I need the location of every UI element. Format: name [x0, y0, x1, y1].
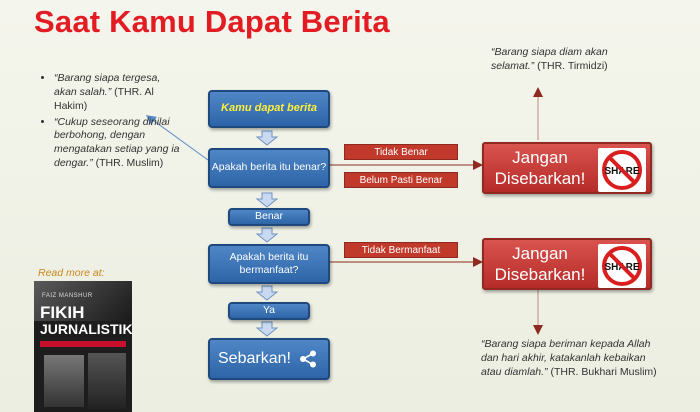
flow-start-box: Kamu dapat berita — [208, 90, 330, 128]
quote-top-right: “Barang siapa diam akan selamat.” (THR. … — [491, 46, 608, 72]
flow-end-box: Sebarkan! — [208, 338, 330, 380]
outcome-top-line1: Jangan — [512, 147, 568, 167]
label-tidak-benar: Tidak Benar — [344, 144, 458, 160]
pointer-arrow — [145, 115, 209, 161]
outcome-bottom-line2: Disebarkan! — [494, 265, 586, 284]
outcome-bottom-line1: Jangan — [512, 243, 568, 263]
flow-question-useful-box: Apakah berita itu bermanfaat? — [208, 244, 330, 284]
down-arrow-icon — [255, 130, 279, 337]
share-icon — [299, 350, 316, 368]
quote-bottom-right: “Barang siapa beriman kepada Allah dan h… — [481, 338, 657, 378]
outcome-top-line2: Disebarkan! — [494, 169, 586, 188]
left-quotes: “Barang siapa tergesa, akan salah.” (THR… — [40, 72, 180, 173]
flow-end-label: Sebarkan! — [218, 350, 291, 367]
book-cover-image[interactable]: FAIZ MANSHUR FIKIH JURNALISTIK — [34, 281, 132, 412]
flow-ya-box: Ya — [228, 302, 310, 320]
book-title-line2: JURNALISTIK — [40, 321, 132, 337]
outcome-bottom-box: Jangan Disebarkan! SHARE — [482, 238, 652, 290]
read-more-label: Read more at: — [38, 267, 105, 279]
book-title-line1: FIKIH — [40, 303, 85, 322]
flow-question-true-box: Apakah berita itu benar? — [208, 148, 330, 188]
page-title: Saat Kamu Dapat Berita — [34, 4, 390, 39]
outcome-top-box: Jangan Disebarkan! SHARE — [482, 142, 652, 194]
label-tidak-bermanfaat: Tidak Bermanfaat — [344, 242, 458, 258]
quote-item: “Barang siapa tergesa, akan salah.” (THR… — [54, 72, 180, 114]
no-share-icon: SHARE — [598, 148, 646, 192]
quote-item: “Cukup seseorang dinilai berbohong, deng… — [54, 116, 180, 171]
book-author: FAIZ MANSHUR — [42, 293, 93, 299]
flow-benar-box: Benar — [228, 208, 310, 226]
label-belum-pasti-benar: Belum Pasti Benar — [344, 172, 458, 188]
no-share-icon: SHARE — [598, 244, 646, 288]
